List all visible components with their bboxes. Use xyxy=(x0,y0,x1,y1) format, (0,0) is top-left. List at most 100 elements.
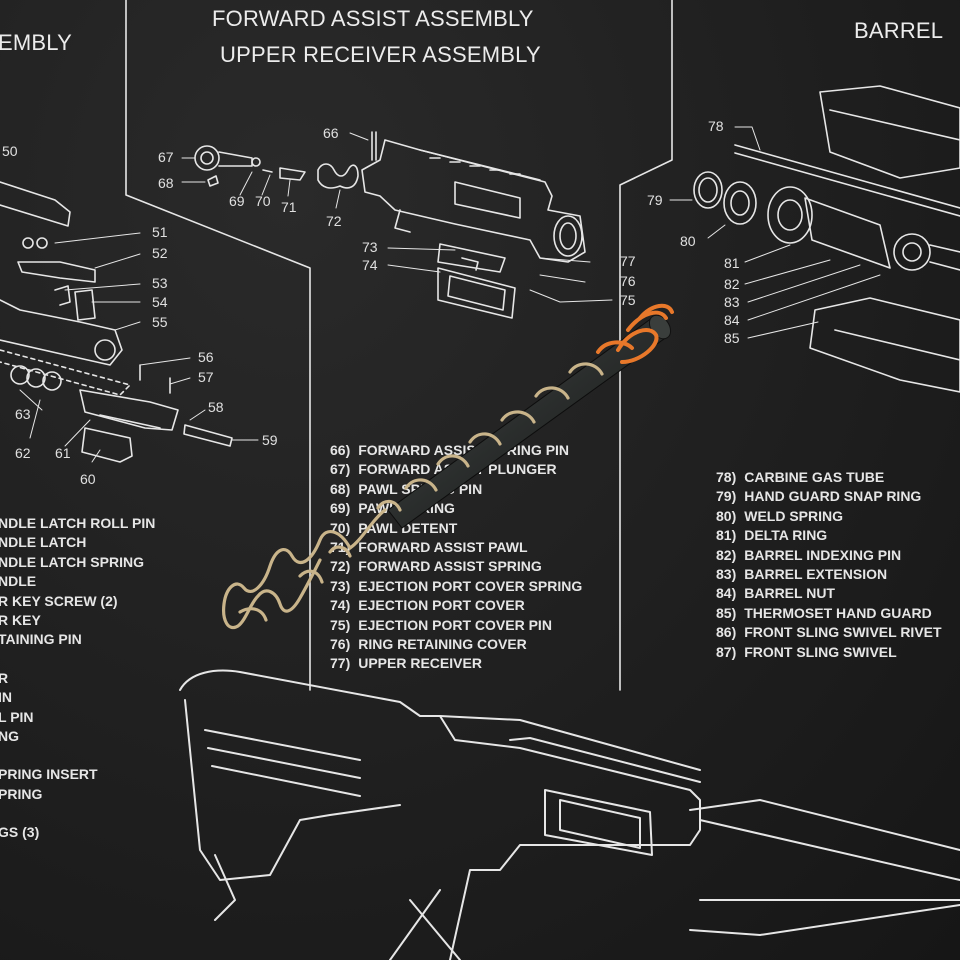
legend-item: 78) CARBINE GAS TUBE xyxy=(716,468,942,487)
callout-73: 73 xyxy=(362,239,378,255)
callout-51: 51 xyxy=(152,224,168,240)
legend-number: 76) xyxy=(330,636,351,653)
callout-55: 55 xyxy=(152,314,168,330)
legend-item: 72)FORWARD ASSIST SPRING xyxy=(330,557,582,576)
legend-item: 76) RING RETAINING COVER xyxy=(330,635,582,654)
callout-56: 56 xyxy=(198,349,214,365)
legend-number: 79) xyxy=(716,488,737,505)
callout-61: 61 xyxy=(55,445,71,461)
legend-item: 79) HAND GUARD SNAP RING xyxy=(716,487,942,506)
legend-number: 68) xyxy=(330,480,351,497)
legend-text: UPPER RECEIVER xyxy=(358,655,482,672)
legend-item: 83)BARREL EXTENSION xyxy=(716,565,942,584)
legend-item: R KEY SCREW (2) xyxy=(0,592,118,609)
callout-70: 70 xyxy=(255,193,271,209)
legend-number: 73) xyxy=(330,577,351,594)
legend-item: PRING xyxy=(0,785,43,802)
legend-item: IN xyxy=(0,689,12,706)
callout-69: 69 xyxy=(229,193,245,209)
forward-assist-heading: FORWARD ASSIST ASSEMBLY xyxy=(212,6,534,31)
upper-receiver-heading: UPPER RECEIVER ASSEMBLY xyxy=(220,42,541,67)
legend-item: NG xyxy=(0,728,19,745)
callout-75: 75 xyxy=(620,292,636,308)
callout-57: 57 xyxy=(198,369,214,385)
legend-item: 84) BARREL NUT xyxy=(716,584,942,603)
legend-number: 78) xyxy=(716,469,737,485)
callout-63: 63 xyxy=(15,406,31,422)
legend-item: NDLE LATCH ROLL PIN xyxy=(0,515,156,531)
callout-58: 58 xyxy=(208,399,224,415)
callout-50: 50 xyxy=(2,143,18,159)
legend-item: 85) THERMOSET HAND GUARD xyxy=(716,604,942,623)
legend-text: EJECTION PORT COVER SPRING xyxy=(358,577,583,594)
callout-54: 54 xyxy=(152,294,168,310)
callout-66: 66 xyxy=(323,125,339,141)
legend-number: 81) xyxy=(716,527,737,544)
legend-text: RING RETAINING COVER xyxy=(358,636,527,653)
legend-number: 66) xyxy=(330,442,351,458)
legend-text: FORWARD ASSIST PAWL xyxy=(358,539,528,556)
callout-83: 83 xyxy=(724,294,740,310)
callout-67: 67 xyxy=(158,149,174,165)
callout-81: 81 xyxy=(724,255,740,271)
legend-number: 74) xyxy=(330,597,351,614)
section-divider-left xyxy=(125,0,311,691)
legend-item: 75)EJECTION PORT COVER PIN xyxy=(330,616,582,635)
section-divider-right xyxy=(619,0,673,691)
callout-80: 80 xyxy=(680,233,696,249)
legend-text: WELD SPRING xyxy=(744,507,844,524)
legend-text: FRONT SLING SWIVEL xyxy=(744,643,897,660)
legend-item: 77)UPPER RECEIVER xyxy=(330,654,582,673)
legend-number: 69) xyxy=(330,500,351,517)
legend-number: 67) xyxy=(330,461,351,478)
legend-text: EJECTION PORT COVER xyxy=(358,597,525,614)
callout-82: 82 xyxy=(724,276,740,292)
legend-item: TAINING PIN xyxy=(0,631,82,648)
legend-text: HAND GUARD SNAP RING xyxy=(744,488,922,505)
barrel-parts-art xyxy=(693,85,960,393)
legend-text: BARREL NUT xyxy=(744,585,835,602)
legend-item: 81)DELTA RING xyxy=(716,526,942,545)
legend-item: 80)WELD SPRING xyxy=(716,507,942,526)
legend-item: 73) EJECTION PORT COVER SPRING xyxy=(330,577,582,596)
callout-84: 84 xyxy=(724,312,740,328)
legend-item: R KEY xyxy=(0,612,41,629)
forward-assist-legend: 66)FORWARD ASSIST SPRING PIN 67)FORWARD … xyxy=(330,441,582,674)
legend-item: NDLE LATCH SPRING xyxy=(0,553,144,570)
barrel-leader-lines xyxy=(669,126,881,339)
legend-number: 87) xyxy=(716,643,737,660)
legend-item: L PIN xyxy=(0,708,34,725)
rifle-silhouette-art xyxy=(179,669,960,960)
callout-62: 62 xyxy=(15,445,31,461)
legend-text: THERMOSET HAND GUARD xyxy=(744,604,932,621)
callout-60: 60 xyxy=(80,471,96,487)
legend-number: 72) xyxy=(330,558,351,575)
legend-number: 85) xyxy=(716,604,737,621)
callout-85: 85 xyxy=(724,330,740,346)
legend-text: CARBINE GAS TUBE xyxy=(744,469,885,485)
callout-79: 79 xyxy=(647,192,663,208)
legend-number: 82) xyxy=(716,546,737,563)
legend-item: 70)PAWL DETENT xyxy=(330,519,582,538)
legend-number: 83) xyxy=(716,566,737,583)
legend-item: NDLE LATCH xyxy=(0,534,87,551)
left-leader-lines xyxy=(19,232,259,463)
callout-52: 52 xyxy=(152,245,168,261)
callout-59: 59 xyxy=(262,432,278,448)
callout-74: 74 xyxy=(362,257,378,273)
barrel-legend: 78) CARBINE GAS TUBE 79) HAND GUARD SNAP R… xyxy=(716,468,942,662)
barrel-heading: BARREL xyxy=(854,18,944,43)
spring-steel-coils xyxy=(222,362,604,630)
callout-72: 72 xyxy=(326,213,342,229)
legend-number: 75) xyxy=(330,616,351,633)
legend-number: 86) xyxy=(716,624,737,641)
legend-text: BARREL INDEXING PIN xyxy=(744,546,902,563)
legend-item: 87) FRONT SLING SWIVEL xyxy=(716,643,942,662)
legend-item: R xyxy=(0,669,9,686)
legend-item: NDLE xyxy=(0,573,37,590)
legend-number: 84) xyxy=(716,585,737,602)
callout-68: 68 xyxy=(158,175,174,191)
legend-text: PAWL DETENT xyxy=(358,519,458,536)
